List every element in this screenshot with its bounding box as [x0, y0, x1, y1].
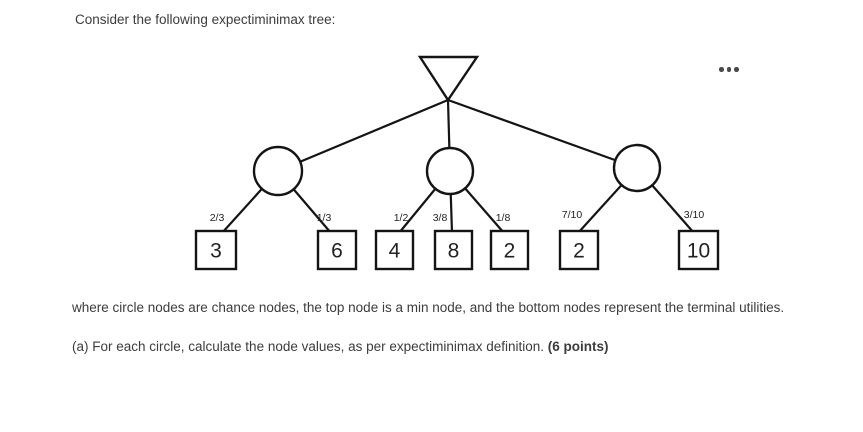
more-options-icon[interactable]: [717, 65, 741, 74]
leaf-value-5: 2: [504, 240, 516, 263]
chance-node-1: [252, 145, 304, 197]
leaf-value-3: 4: [389, 240, 401, 263]
ellipsis-dot: [726, 67, 731, 72]
prob-label-3: 1/2: [394, 212, 409, 224]
chance-node-2: [425, 146, 475, 196]
page-title: Consider the following expectiminimax tr…: [75, 12, 336, 27]
min-node-triangle: [417, 55, 480, 103]
ellipsis-dot: [719, 67, 724, 72]
leaf-value-2: 6: [331, 240, 343, 263]
prob-label-1: 2/3: [210, 212, 225, 224]
leaf-value-4: 8: [448, 240, 460, 263]
prob-label-4: 3/8: [433, 212, 448, 224]
leaf-box-1: [194, 229, 238, 271]
leaf-value-6: 2: [573, 240, 585, 263]
leaf-box-7: [677, 229, 720, 271]
ellipsis-dot: [734, 67, 739, 72]
prob-label-5: 1/8: [496, 212, 511, 224]
prob-label-6: 7/10: [562, 209, 583, 221]
leaf-box-5: [489, 229, 530, 271]
edge-root-chance1: [277, 98, 449, 173]
prob-label-7: 3/10: [684, 209, 705, 221]
leaf-value-7: 10: [687, 240, 710, 263]
leaf-value-1: 3: [210, 240, 222, 263]
question-a-points: (6 points): [547, 339, 609, 354]
prob-label-2: 1/3: [317, 212, 332, 224]
leaf-box-6: [558, 229, 600, 271]
tree-description-text: where circle nodes are chance nodes, the…: [72, 300, 785, 315]
edge-root-chance3: [447, 98, 638, 170]
leaf-box-2: [316, 229, 358, 271]
leaf-box-4: [433, 229, 474, 271]
question-a-text: (a) For each circle, calculate the node …: [72, 339, 608, 354]
leaf-box-3: [374, 229, 415, 271]
question-a-prefix: (a) For each circle, calculate the node …: [72, 339, 548, 354]
chance-node-3: [612, 143, 662, 193]
